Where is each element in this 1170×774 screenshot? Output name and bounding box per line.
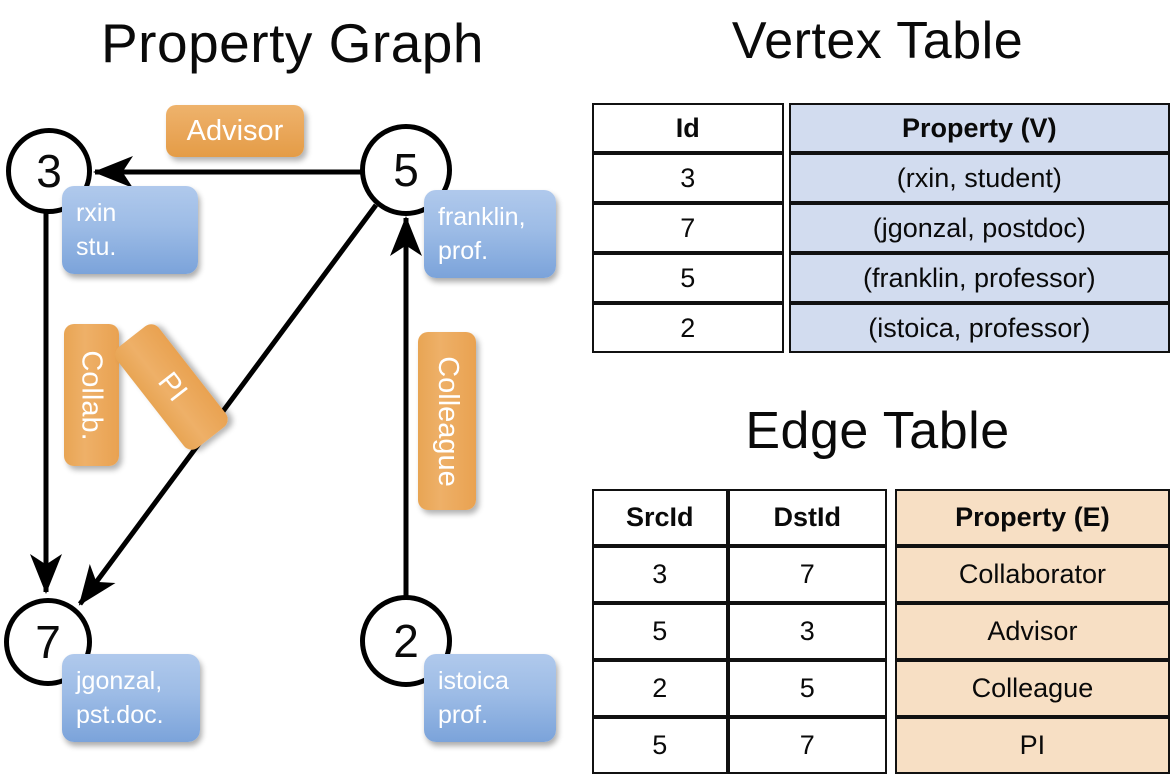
edge-table: SrcId DstId Property (E) 3 7 Collaborato… [592,489,1170,774]
node-property-box-3: rxin stu. [62,186,198,274]
node-property-box-7: jgonzal, pst.doc. [62,654,200,742]
node-property-box-7-line2: pst.doc. [76,701,164,729]
edge-table-header-srcid: SrcId [592,489,728,546]
edge-table-gap [886,603,895,660]
edge-table-header-row: SrcId DstId Property (E) [592,489,1170,546]
node-property-box-3-line2: stu. [76,233,117,261]
edge-label-collab-text: Collab. [76,349,108,441]
table-row[interactable]: 2 5 Colleague [592,660,1170,717]
table-row[interactable]: 7 (jgonzal, postdoc) [592,203,1170,253]
edge-table-gap [886,546,895,603]
page-title-vertex-table: Vertex Table [731,12,1024,70]
edge-row-2-dst: 5 [727,660,887,717]
vertex-table-gap [783,303,789,353]
vertex-row-0-property: (rxin, student) [788,153,1170,203]
edge-table-gap [886,660,895,717]
edge-arrow-pi [77,203,379,606]
vertex-table-gap [783,103,789,153]
graph-node-7-label: 7 [35,616,61,668]
node-property-box-5-line2: prof. [438,237,489,265]
edge-row-2-src: 2 [592,660,728,717]
table-row[interactable]: 3 (rxin, student) [592,153,1170,203]
vertex-row-0-id: 3 [592,153,784,203]
vertex-row-2-property: (franklin, professor) [788,253,1170,303]
vertex-table-header-id: Id [592,103,784,153]
vertex-table-gap [783,153,789,203]
edge-row-1-dst: 3 [727,603,887,660]
vertex-row-3-id: 2 [592,303,784,353]
node-property-box-5: franklin, prof. [424,190,556,278]
edge-table-gap [886,489,895,546]
edge-row-1-property: Advisor [894,603,1170,660]
graph-node-5[interactable]: 5 [360,124,452,216]
node-property-box-3-line1: rxin [76,199,117,227]
edge-label-collab: Collab. [64,324,119,466]
edge-label-pi-text: PI [150,366,193,408]
vertex-table-header-row: Id Property (V) [592,103,1170,153]
table-row[interactable]: 2 (istoica, professor) [592,303,1170,353]
edge-row-3-src: 5 [592,717,728,774]
vertex-table: Id Property (V) 3 (rxin, student) 7 (jgo… [592,103,1170,353]
edge-row-3-dst: 7 [727,717,887,774]
page-title-edge-table: Edge Table [745,402,1010,460]
edge-row-2-property: Colleague [894,660,1170,717]
page-title-property-graph: Property Graph [100,12,484,74]
graph-node-3-label: 3 [36,145,62,197]
graph-node-2[interactable]: 2 [360,595,452,687]
node-property-box-5-line1: franklin, [438,203,526,231]
edge-label-colleague: Colleague [418,332,476,510]
node-property-box-7-line1: jgonzal, [76,667,163,695]
edge-table-header-property: Property (E) [894,489,1170,546]
graph-edge-arrows [30,156,422,606]
vertex-row-1-property: (jgonzal, postdoc) [788,203,1170,253]
edge-label-advisor-text: Advisor [186,114,284,147]
graph-node-2-label: 2 [393,615,419,667]
node-property-box-2-line2: prof. [438,701,489,729]
vertex-row-3-property: (istoica, professor) [788,303,1170,353]
vertex-row-2-id: 5 [592,253,784,303]
property-graph-diagram: Advisor Collab. PI Colleague 3 rxin stu.… [0,0,585,760]
vertex-table-gap [783,203,789,253]
table-row[interactable]: 5 7 PI [592,717,1170,774]
table-row[interactable]: 5 (franklin, professor) [592,253,1170,303]
edge-row-0-property: Collaborator [894,546,1170,603]
node-property-box-2: istoica prof. [424,654,556,742]
vertex-table-gap [783,253,789,303]
node-property-box-2-line1: istoica [438,667,509,695]
vertex-row-1-id: 7 [592,203,784,253]
edge-label-colleague-text: Colleague [431,355,464,487]
table-row[interactable]: 5 3 Advisor [592,603,1170,660]
edge-label-advisor: Advisor [166,105,304,157]
edge-row-0-dst: 7 [727,546,887,603]
edge-row-0-src: 3 [592,546,728,603]
vertex-table-header-property: Property (V) [788,103,1170,153]
edge-table-header-dstid: DstId [727,489,887,546]
edge-row-3-property: PI [894,717,1170,774]
table-row[interactable]: 3 7 Collaborator [592,546,1170,603]
edge-row-1-src: 5 [592,603,728,660]
graph-node-5-label: 5 [393,144,419,196]
edge-table-gap [886,717,895,774]
